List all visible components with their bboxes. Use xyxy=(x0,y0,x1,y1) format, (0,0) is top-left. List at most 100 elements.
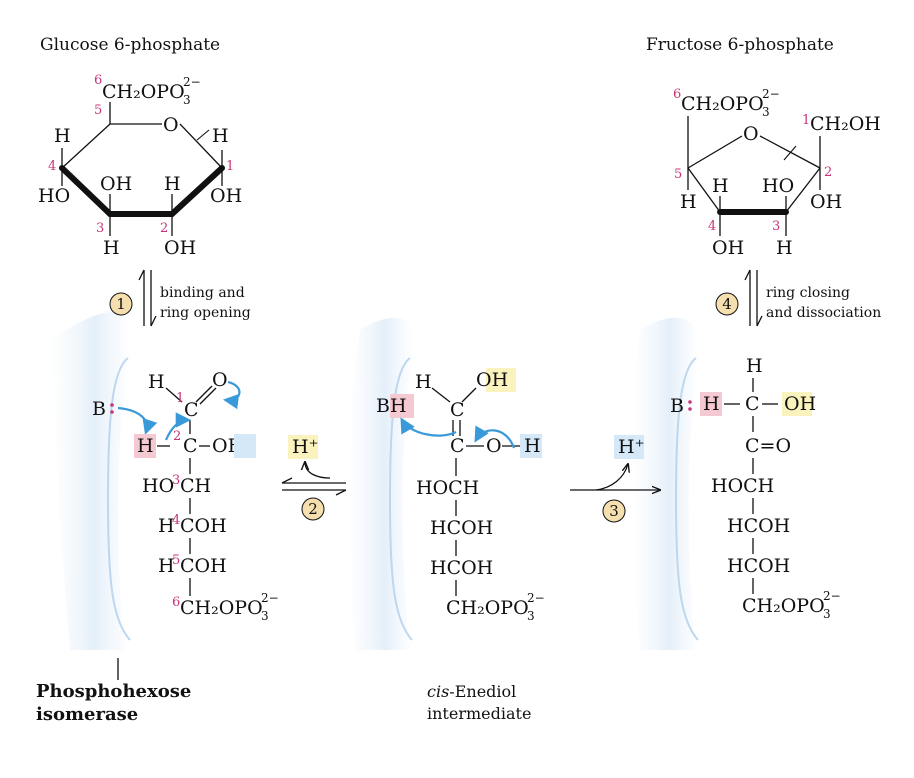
enediol-oh-h: H xyxy=(524,435,541,457)
fructose-c5-h: H xyxy=(680,191,697,213)
fructose-sub3: 3 xyxy=(762,105,770,119)
open-glc-c1-number: 1 xyxy=(176,391,184,406)
base-b-3: B xyxy=(670,395,684,417)
glucose-c4-ho: HO xyxy=(38,185,70,207)
step-2-number: 2 xyxy=(308,500,318,518)
glucose-c3-h: H xyxy=(103,237,120,259)
fructose-c6-group: CH₂OPO xyxy=(681,93,764,115)
open-glc-charge: 2− xyxy=(261,591,279,605)
arrow-oh-to-cc xyxy=(474,425,516,449)
step-3-number: 3 xyxy=(609,502,619,520)
enediol-hoch: HOCH xyxy=(416,477,479,499)
fructose-c2-oh: OH xyxy=(810,191,842,213)
enediol-label-line2: intermediate xyxy=(427,704,531,723)
enzyme-surface-2 xyxy=(348,317,415,650)
open-glc-c5-h: H xyxy=(158,555,175,577)
enediol-bh: BH xyxy=(376,395,407,417)
enediol-oh: OH xyxy=(476,369,508,391)
step-1-circle xyxy=(109,292,133,316)
enediol-hcoh1: HCOH xyxy=(430,517,493,539)
open-fru-sub3: 3 xyxy=(823,607,831,621)
open-glc-c1-h: H xyxy=(148,371,165,393)
enediol-o: O xyxy=(486,435,502,457)
enediol-label-rest: -Enediol xyxy=(449,682,516,701)
enediol-charge: 2− xyxy=(527,591,545,605)
open-fru-c1-h: H xyxy=(703,393,720,415)
enediol-intermediate: H OH BH C C O H HOCH HCOH HCOH CH₂OPO 2−… xyxy=(376,368,545,723)
arrow-base-to-h xyxy=(117,406,158,435)
step-2-proton-highlight xyxy=(288,435,318,459)
enediol-hcoh2: HCOH xyxy=(430,557,493,579)
oh-highlight-3 xyxy=(782,392,812,416)
fructose-c3-number: 3 xyxy=(772,219,780,234)
step-1: 1 binding and ring opening xyxy=(109,269,251,327)
enediol-ch2opo3: CH₂OPO xyxy=(446,597,529,619)
step-1-label-line1: binding and xyxy=(160,285,245,301)
glucose-6-phosphate: Glucose 6-phosphate 6 CH₂OPO 2− 3 5 O H … xyxy=(38,35,242,259)
fructose-c6-number: 6 xyxy=(673,87,681,102)
fructose-c4-h: H xyxy=(712,175,729,197)
arrow-enediol-to-bh xyxy=(400,417,457,437)
fructose-c5-number: 5 xyxy=(674,167,682,182)
step-3-proton: H⁺ xyxy=(618,436,645,458)
open-fru-ch2opo3: CH₂OPO xyxy=(742,595,825,617)
step-3-circle xyxy=(602,499,626,523)
open-fru-hcoh2: HCOH xyxy=(727,555,790,577)
step-4-label-line2: and dissociation xyxy=(766,305,881,321)
enediol-label-italic: cis xyxy=(427,682,449,701)
fructose-charge: 2− xyxy=(762,87,780,101)
open-glc-c5-coh: COH xyxy=(180,555,227,577)
glucose-c3-oh: OH xyxy=(100,173,132,195)
step-2-circle xyxy=(301,497,325,521)
fructose-6-phosphate: Fructose 6-phosphate 6 CH₂OPO 2− 3 1 CH₂… xyxy=(646,35,881,259)
open-glc-c6-group: CH₂OPO xyxy=(180,597,263,619)
bh-highlight xyxy=(390,394,414,418)
step-2: H⁺ 2 xyxy=(281,435,347,521)
glucose-c1-number: 1 xyxy=(226,159,234,174)
enediol-label-line1: cis-Enediol xyxy=(427,682,516,701)
enediol-h-highlight xyxy=(520,434,542,458)
step-4: 4 ring closing and dissociation xyxy=(715,269,881,327)
glucose-c1-oh: OH xyxy=(210,185,242,207)
h-highlight-3 xyxy=(700,392,722,416)
step-4-label-line1: ring closing xyxy=(766,285,850,301)
fructose-c4-number: 4 xyxy=(708,219,716,234)
oh-h-highlight-1 xyxy=(234,434,256,458)
fructose-c2-number: 2 xyxy=(824,165,832,180)
open-chain-fructose: H B H C OH C=O HOCH HCOH HCOH CH₂OPO 2− … xyxy=(670,355,841,621)
fructose-c1-group: CH₂OH xyxy=(810,113,881,135)
fructose-c1-number: 1 xyxy=(802,113,810,128)
open-glc-c1: C xyxy=(184,399,199,421)
open-glc-sub3: 3 xyxy=(261,609,269,623)
step-1-label-line2: ring opening xyxy=(160,305,251,321)
open-fru-hcoh1: HCOH xyxy=(727,515,790,537)
enzyme-name-line1: Phosphohexose xyxy=(36,681,191,702)
fructose-c3-h: H xyxy=(776,237,793,259)
glucose-c5-number: 5 xyxy=(94,103,102,118)
enzyme-surface-3 xyxy=(632,317,700,650)
fructose-c3-ho: HO xyxy=(762,175,794,197)
glucose-title: Glucose 6-phosphate xyxy=(40,35,220,55)
open-glc-c1-o: O xyxy=(212,369,228,391)
open-glc-c4-h: H xyxy=(158,515,175,537)
open-fru-hoch: HOCH xyxy=(711,475,774,497)
enediol-c1: C xyxy=(450,399,465,421)
glucose-c6-number: 6 xyxy=(94,73,102,88)
glucose-charge: 2− xyxy=(183,75,201,89)
open-fru-top-h: H xyxy=(746,355,763,377)
step-3-proton-highlight xyxy=(614,435,644,459)
enzyme-label: Phosphohexose isomerase xyxy=(36,658,191,725)
open-glc-c2: C xyxy=(183,435,198,457)
glucose-sub3: 3 xyxy=(183,93,191,107)
glucose-c2-number: 2 xyxy=(160,221,168,236)
arrow-ch-to-cc xyxy=(164,412,192,441)
step-3: H⁺ 3 xyxy=(570,435,660,523)
glucose-c2-oh: OH xyxy=(164,237,196,259)
open-glc-c3-ch: CH xyxy=(180,475,211,497)
glucose-c4-h: H xyxy=(54,125,71,147)
enediol-c2: C xyxy=(450,435,465,457)
enzyme-surface-1 xyxy=(50,312,132,650)
open-glc-c2-number: 2 xyxy=(173,429,181,444)
